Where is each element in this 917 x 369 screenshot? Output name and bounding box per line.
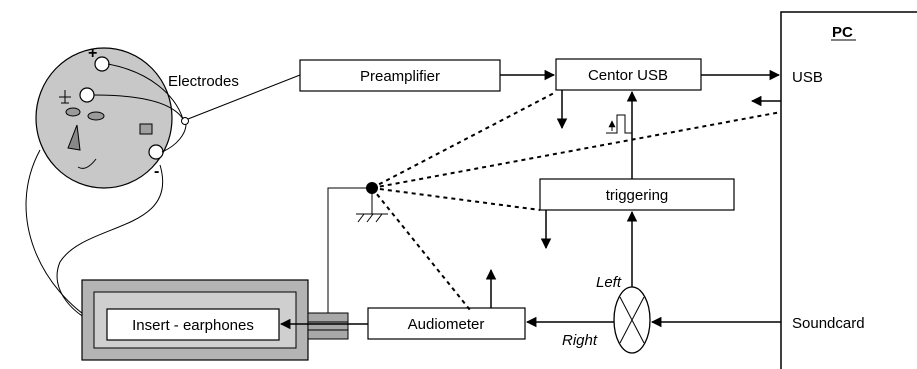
earphone-cable-right — [56, 164, 164, 325]
centor-usb-label: Centor USB — [588, 67, 668, 84]
dashed-link-audiometer — [371, 187, 471, 311]
head-shape — [35, 47, 173, 189]
dashed-link-centor — [371, 91, 557, 189]
enclosure-connector — [307, 312, 349, 340]
ground-hatch-2 — [366, 213, 374, 223]
dashed-link-pc — [371, 111, 782, 189]
electrodes-label: Electrodes — [168, 73, 239, 90]
ear-shape — [139, 123, 153, 135]
preamplifier-block: Preamplifier — [299, 59, 501, 92]
head-figure: + - Electrodes — [25, 45, 301, 325]
preamplifier-label: Preamplifier — [360, 68, 440, 85]
audiometer-block: Audiometer — [367, 307, 526, 340]
centor-usb-block: Centor USB — [555, 58, 702, 91]
electrode-positive-sign: + — [88, 45, 97, 62]
right-channel-label: Right — [562, 332, 598, 349]
audiometer-box — [367, 307, 526, 340]
mouth-shape — [77, 158, 97, 169]
insert-earphones-box — [106, 308, 280, 341]
earphone-enclosure: Insert - earphones — [81, 279, 349, 361]
lead-positive — [107, 63, 184, 120]
electrodes-to-preamp-wire — [187, 74, 301, 120]
electrode-ground — [79, 87, 95, 103]
forehead-ground-symbol — [59, 90, 71, 104]
soundcard-label: Soundcard — [792, 315, 865, 332]
lead-ground — [93, 94, 184, 120]
pc-label: PC — [832, 24, 853, 41]
shield-ground-wire — [327, 187, 368, 313]
triggering-box — [539, 178, 735, 211]
insert-earphones-label: Insert - earphones — [132, 317, 254, 334]
electrode-junction — [181, 117, 189, 125]
left-channel-label: Left — [596, 274, 622, 291]
ground-node — [327, 182, 388, 313]
preamplifier-box — [299, 59, 501, 92]
pc-outline — [780, 11, 917, 369]
electrode-negative — [148, 144, 164, 160]
dashed-link-triggering — [371, 187, 541, 211]
trigger-pulse-symbol — [606, 114, 632, 134]
triggering-block: triggering — [539, 178, 735, 211]
earphone-cable-left — [25, 149, 99, 325]
eye-left-shape — [65, 107, 81, 117]
eye-right-shape — [87, 111, 105, 121]
lead-negative — [161, 123, 187, 153]
pc-block: PC USB Soundcard — [780, 11, 917, 369]
nose-shape — [67, 124, 81, 151]
ground-hatch-1 — [357, 213, 365, 223]
splitter-cross-b — [619, 296, 645, 344]
triggering-label: triggering — [606, 187, 669, 204]
usb-port-label: USB — [792, 69, 823, 86]
ground-hatch-3 — [375, 213, 383, 223]
audio-splitter — [613, 286, 651, 354]
audiometer-label: Audiometer — [408, 316, 485, 333]
electrode-negative-sign: - — [154, 163, 159, 180]
